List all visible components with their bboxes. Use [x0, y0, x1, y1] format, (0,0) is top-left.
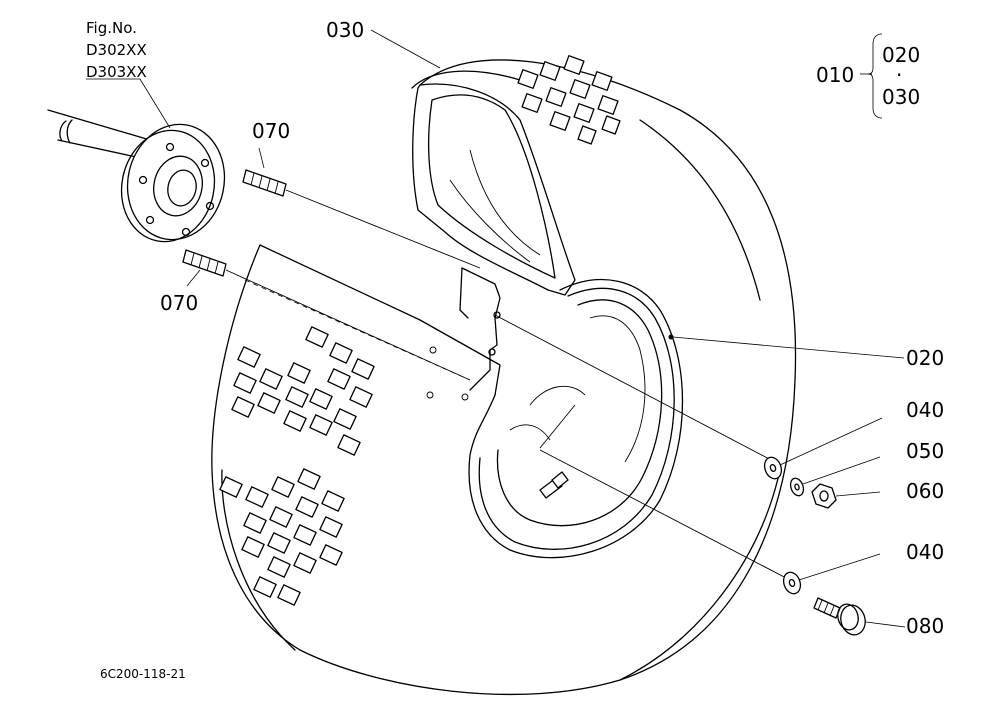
callout-tire: 030 — [326, 18, 364, 42]
fig-code-1: D302XX — [86, 41, 147, 59]
callout-assembly-range-bottom: 030 — [882, 85, 920, 109]
wheel-stud-upper — [242, 169, 287, 197]
callout-stud-upper: 070 — [252, 119, 290, 143]
callout-rim: 020 — [906, 346, 944, 370]
callout-lock-washer: 050 — [906, 439, 944, 463]
callout-valve-bolt: 080 — [906, 614, 944, 638]
valve-stem — [539, 471, 569, 499]
flat-washer-lower — [782, 571, 802, 595]
flat-washer-upper — [763, 456, 783, 480]
callout-washer-upper: 040 — [906, 398, 944, 422]
callout-assembly: 010 — [816, 63, 854, 87]
fig-code-2: D303XX — [86, 63, 147, 81]
figure-reference: Fig.No. D302XX D303XX — [86, 19, 147, 81]
axle-shaft — [47, 109, 151, 161]
callout-nut: 060 — [906, 479, 944, 503]
callout-stud-lower: 070 — [160, 291, 198, 315]
callout-washer-lower: 040 — [906, 540, 944, 564]
leader-lines — [86, 29, 906, 628]
tread-blocks-rear — [517, 55, 621, 145]
tire — [211, 55, 797, 696]
callout-assembly-range-top: 020 — [882, 43, 920, 67]
callout-assembly-range-dot: · — [896, 63, 902, 87]
bolt-080 — [813, 597, 866, 636]
wheel-rim — [426, 267, 684, 559]
hub-flange — [120, 123, 226, 243]
rim-marker-dot — [668, 334, 674, 340]
tread-blocks-front — [219, 326, 375, 606]
wheel-stud-lower — [182, 249, 227, 277]
drawing-code: 6C200-118-21 — [100, 667, 186, 681]
fig-label: Fig.No. — [86, 19, 137, 37]
hex-nut — [811, 483, 837, 509]
lock-washer — [789, 477, 805, 497]
